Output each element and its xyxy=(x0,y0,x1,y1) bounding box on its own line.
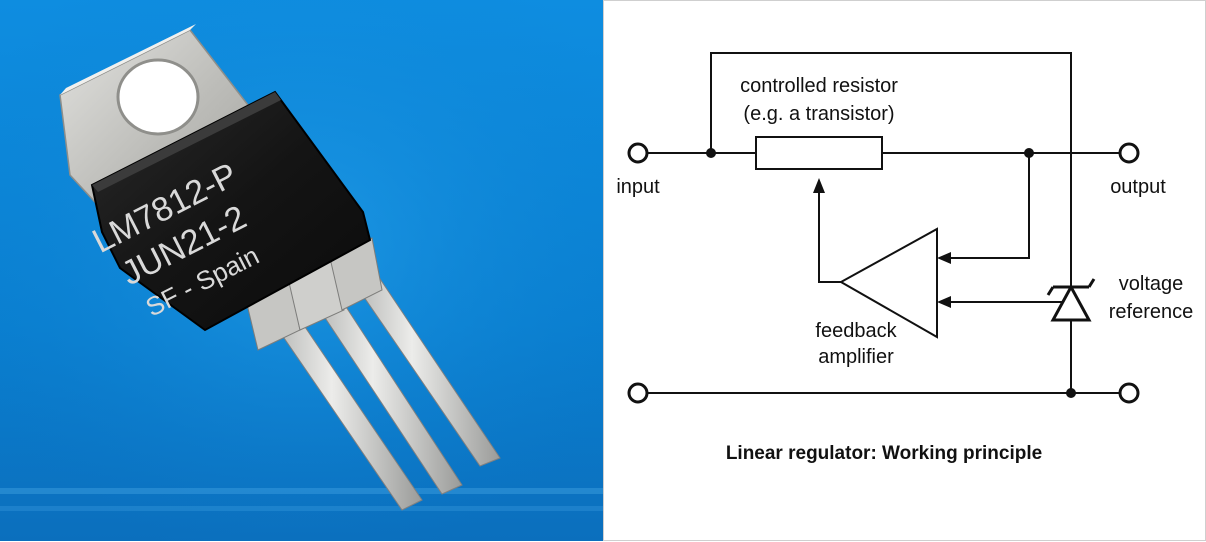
circuit-diagram: controlled resistor (e.g. a transistor) … xyxy=(603,0,1206,541)
voltage-reference-label-line-2: reference xyxy=(1109,301,1194,323)
feedback-label-line-1: feedback xyxy=(815,320,897,342)
input-terminal xyxy=(627,142,649,164)
output-terminal xyxy=(1118,142,1140,164)
ground-terminal-left xyxy=(627,382,649,404)
zener-diode xyxy=(1046,278,1096,322)
ground-terminal-right xyxy=(1118,382,1140,404)
junction-dot xyxy=(1066,388,1076,398)
feedback-label-line-2: amplifier xyxy=(818,346,894,368)
regulator-photo-svg: LM7812-P JUN21-2 SF - Spain xyxy=(0,0,603,541)
wires xyxy=(648,52,1119,394)
input-label: input xyxy=(616,176,660,198)
regulator-photo: LM7812-P JUN21-2 SF - Spain xyxy=(0,0,603,541)
resistor-label-line-1: controlled resistor xyxy=(740,75,898,97)
circuit-diagram-svg: controlled resistor (e.g. a transistor) … xyxy=(616,52,1194,464)
junction-dot xyxy=(1024,148,1034,158)
arrow-control xyxy=(813,178,825,193)
wire-control xyxy=(818,193,841,283)
arrow-reference-input xyxy=(937,296,951,308)
resistor-label-line-2: (e.g. a transistor) xyxy=(743,103,894,125)
controlled-resistor xyxy=(755,136,883,170)
diagram-caption: Linear regulator: Working principle xyxy=(726,443,1042,464)
wire-feedback xyxy=(949,153,1030,259)
voltage-reference-label-line-1: voltage xyxy=(1119,273,1184,295)
arrow-feedback-input xyxy=(937,252,951,264)
wire-reference-supply xyxy=(710,52,1072,391)
feedback-amplifier xyxy=(838,227,938,339)
junction-dot xyxy=(706,148,716,158)
mounting-hole xyxy=(116,58,200,136)
output-label: output xyxy=(1110,176,1166,198)
